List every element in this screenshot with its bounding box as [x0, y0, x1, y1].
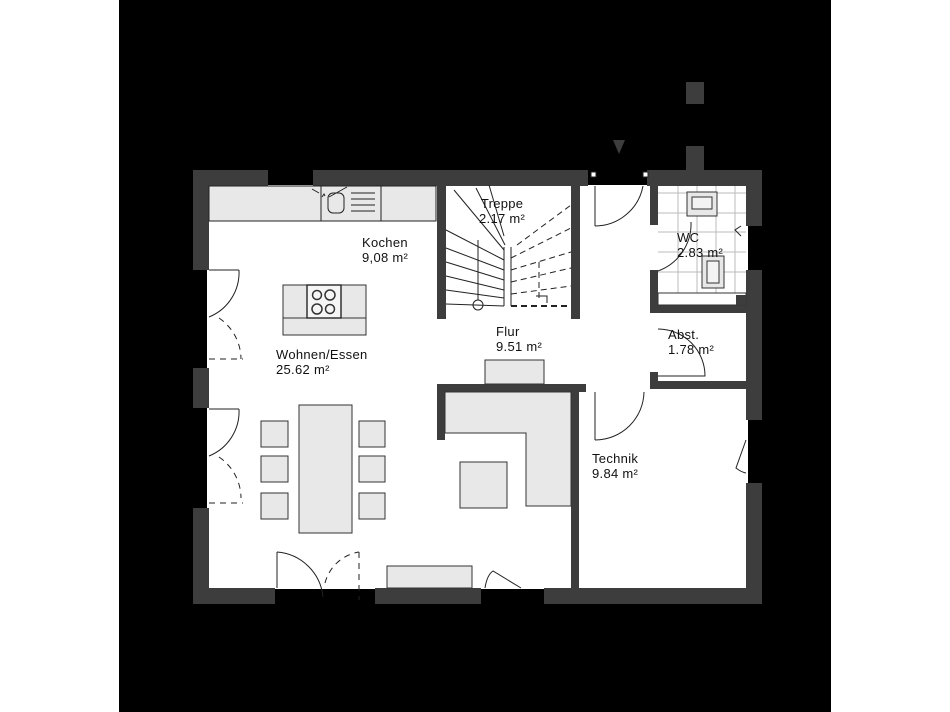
floor-plan-canvas: Kochen 9,08 m² Treppe 2.17 m² WC 2.83 m²…: [119, 0, 831, 712]
room-area: 25.62 m²: [276, 362, 330, 377]
room-area: 1.78 m²: [668, 342, 715, 357]
sink-icon: [311, 186, 375, 214]
floor-plan-drawing: [193, 82, 762, 604]
exterior-walls: [193, 82, 762, 604]
room-area: 9.84 m²: [592, 466, 639, 481]
coffee-table: [459, 461, 508, 509]
room-name: Kochen: [362, 235, 408, 250]
dining-set: [260, 404, 386, 534]
kitchen-counter: [208, 185, 437, 222]
toilet-icon: [701, 255, 725, 289]
room-label-treppe: Treppe 2.17 m²: [479, 196, 525, 226]
staircase: [445, 184, 572, 311]
wc-room: [657, 186, 747, 306]
stair-direction-icon: [536, 295, 548, 303]
bottom-door: [276, 551, 360, 600]
entrance-door: [590, 171, 649, 227]
room-label-wohnen: Wohnen/Essen 25.62 m²: [276, 347, 368, 377]
drain-icon: [736, 295, 746, 305]
technik-window: [735, 439, 747, 474]
room-label-wc: WC 2.83 m²: [677, 230, 723, 260]
bottom-window-swing: [484, 570, 522, 589]
room-area: 9.51 m²: [496, 339, 543, 354]
dining-table: [298, 404, 353, 534]
room-label-technik: Technik 9.84 m²: [592, 451, 638, 481]
room-name: Flur: [496, 324, 520, 339]
room-area: 2.83 m²: [677, 245, 724, 260]
sideboard: [386, 565, 473, 589]
technik-door: [594, 391, 645, 441]
room-area: 2.17 m²: [479, 211, 526, 226]
abst-door: [657, 328, 706, 377]
room-name: Treppe: [480, 196, 524, 211]
room-area: 9,08 m²: [362, 250, 409, 265]
interior-walls: [437, 172, 747, 588]
room-name: Technik: [592, 451, 639, 466]
room-name: WC: [677, 230, 700, 245]
hall-cabinet: [484, 359, 545, 385]
entrance-arrow-icon: [613, 140, 625, 154]
room-name: Abst.: [668, 327, 700, 342]
washbasin-icon: [686, 191, 718, 217]
kitchen-island: [282, 284, 367, 336]
room-label-flur: Flur 9.51 m²: [496, 324, 542, 354]
cooktop-icon: [306, 284, 342, 319]
left-doors: [208, 269, 243, 504]
room-label-kochen: Kochen 9,08 m²: [362, 235, 408, 265]
room-label-abst: Abst. 1.78 m²: [668, 327, 714, 357]
room-name: Wohnen/Essen: [276, 347, 368, 362]
sofa: [444, 391, 572, 509]
